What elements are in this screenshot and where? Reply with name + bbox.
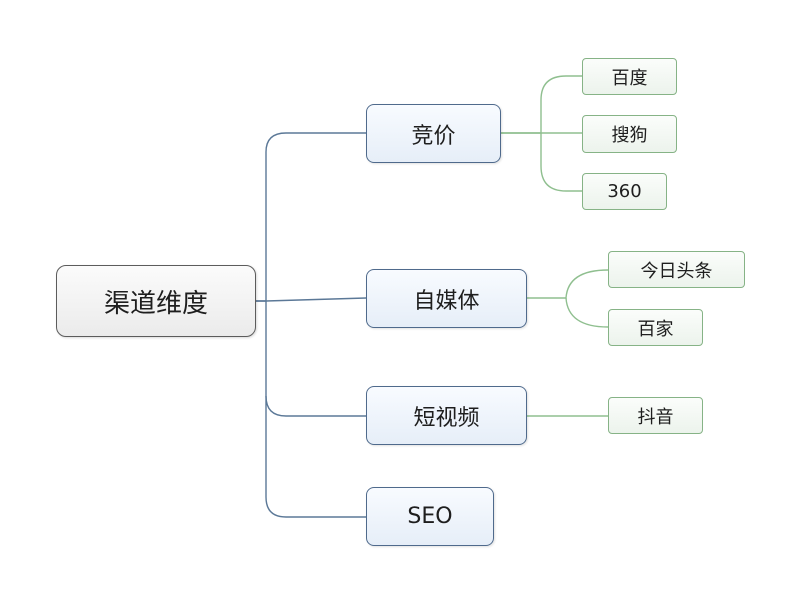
root-node[interactable]: 渠道维度 — [56, 265, 256, 337]
leaf-node-baidu[interactable]: 百度 — [582, 58, 677, 95]
connector-root-to-seo — [265, 396, 366, 518]
branch-node-label: 竞价 — [411, 123, 456, 149]
connector-zimeiti-to-baijia — [565, 297, 609, 328]
leaf-node-360[interactable]: 360 — [582, 173, 667, 210]
connector-zimeiti-to-toutiao — [527, 269, 609, 299]
branch-node-label: 自媒体 — [413, 288, 480, 314]
leaf-node-toutiao[interactable]: 今日头条 — [608, 251, 745, 288]
connector-root-to-jingjia — [256, 132, 366, 302]
branch-node-zimeiti[interactable]: 自媒体 — [366, 269, 527, 328]
branch-node-duanshipin[interactable]: 短视频 — [366, 386, 527, 445]
leaf-node-baijia[interactable]: 百家 — [608, 309, 703, 346]
branch-node-label: SEO — [407, 504, 453, 529]
leaf-node-sougou[interactable]: 搜狗 — [582, 115, 677, 153]
leaf-node-label: 抖音 — [637, 406, 674, 428]
leaf-node-label: 百度 — [611, 67, 648, 89]
leaf-node-douyin[interactable]: 抖音 — [608, 397, 703, 434]
leaf-node-label: 百家 — [637, 318, 674, 340]
leaf-node-label: 今日头条 — [640, 260, 713, 282]
connector-jingjia-to-360 — [540, 133, 582, 192]
leaf-node-label: 360 — [607, 181, 642, 202]
branch-node-label: 短视频 — [413, 405, 480, 431]
root-node-label: 渠道维度 — [103, 288, 208, 319]
branch-node-jingjia[interactable]: 竞价 — [366, 104, 501, 163]
leaf-node-label: 搜狗 — [611, 125, 648, 146]
connector-root-to-duanshipin — [265, 301, 366, 417]
connector-jingjia-to-baidu — [501, 75, 582, 134]
branch-node-seo[interactable]: SEO — [366, 487, 494, 546]
connector-root-to-zimeiti — [256, 297, 367, 302]
